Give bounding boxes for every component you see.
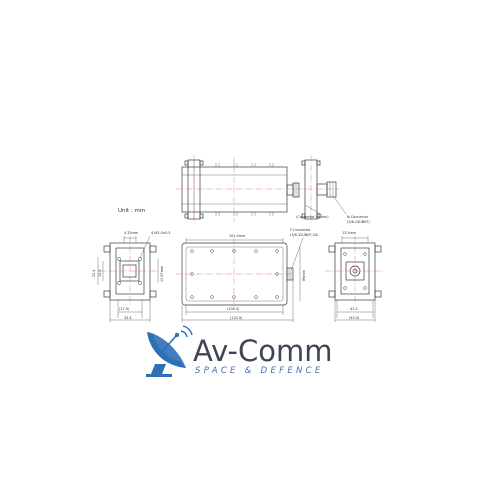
top-view-body bbox=[181, 166, 288, 213]
f-connector-spec: (3/8-32UNEF-2A) bbox=[290, 233, 319, 237]
f-connector bbox=[286, 267, 294, 281]
dim-front-top: 101.0mm bbox=[229, 234, 246, 238]
dim-right-bottom-outer: (45.0) bbox=[349, 316, 360, 320]
satellite-dish-icon bbox=[146, 325, 193, 377]
dim-front-bottom-inner: (105.5) bbox=[227, 307, 240, 311]
dim-right-side: 10.67mm bbox=[160, 265, 164, 282]
dim-right-top: 13.5mm bbox=[342, 231, 357, 235]
dim-top-a: 4.32mm bbox=[124, 231, 139, 235]
brand-name: Av-Comm bbox=[193, 334, 332, 368]
dim-bottom-outer: 33.4 bbox=[124, 316, 132, 320]
n-connector-label: N-Connector bbox=[347, 215, 369, 219]
av-comm-logo: Av-Comm SPACE & DEFENCE bbox=[146, 325, 332, 377]
dim-right-bottom-inner: 41.0 bbox=[350, 307, 358, 311]
dim-bottom-inner: (17.9) bbox=[119, 307, 130, 311]
n-connector-spec: (5/8-24UNEF) bbox=[347, 220, 370, 224]
left-view: 4.32mm 4-M3.0x0.3 22.4 15.8 10.67mm (17.… bbox=[92, 231, 170, 322]
dim-hole-spec: 4-M3.0x0.3 bbox=[151, 231, 170, 235]
front-view: 101.0mm 86mm F-Connector (3/8-32UNEF-2A)… bbox=[176, 228, 319, 322]
top-view: (Connector Option) N-Connector (5/8-24UN… bbox=[176, 155, 370, 224]
f-connector-label: F-Connector bbox=[290, 228, 311, 232]
connector-option-label: (Connector Option) bbox=[296, 215, 329, 219]
dim-left-outer: 22.4 bbox=[92, 269, 96, 277]
dim-front-bottom-outer: (120.5) bbox=[230, 316, 243, 320]
front-view-screws bbox=[190, 249, 279, 299]
dim-front-right: 86mm bbox=[302, 269, 306, 281]
right-view: 13.5mm 41.0 (45.0) bbox=[325, 231, 385, 322]
brand-tagline: SPACE & DEFENCE bbox=[195, 366, 324, 376]
dim-left-inner: 15.8 bbox=[98, 269, 102, 277]
unit-label: Unit : mm bbox=[118, 208, 145, 214]
